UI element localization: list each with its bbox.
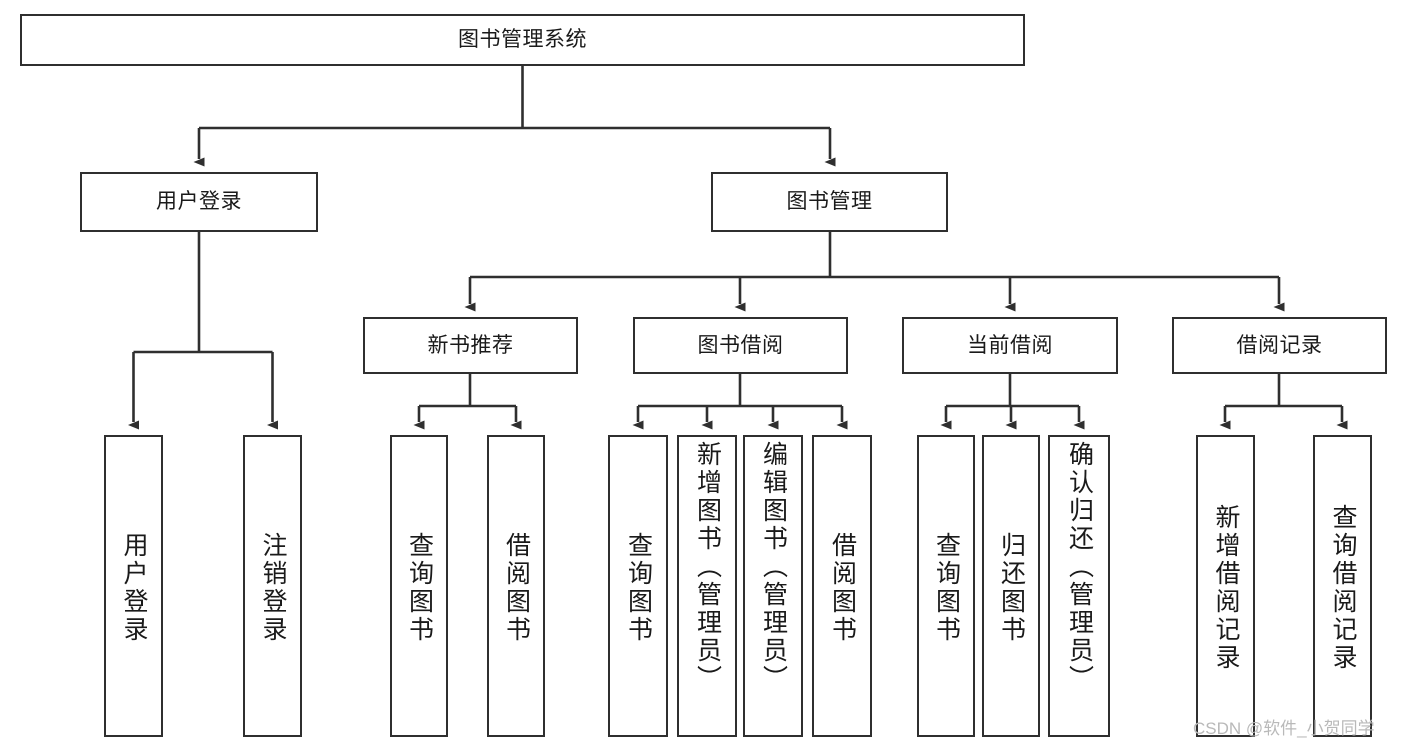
book-borrow-to-leaves-connectors [632,374,848,430]
node-book-borrow-label: 图书借阅 [697,333,784,357]
node-leaf-user-login-label: 用户登录 [120,532,148,644]
node-user-login[interactable]: 用户登录 [80,172,318,232]
node-leaf-query-book-recommend[interactable]: 查询图书 [390,435,448,737]
node-leaf-confirm-return-label: 确认归还（管理员） [1065,441,1094,693]
node-leaf-borrow-book-label: 借阅图书 [828,532,857,644]
node-leaf-confirm-return[interactable]: 确认归还（管理员） [1048,435,1110,737]
node-leaf-query-book-current[interactable]: 查询图书 [917,435,975,737]
borrow-record-to-leaves-connectors [1219,374,1348,430]
node-leaf-query-borrow-record-label: 查询借阅记录 [1329,504,1357,672]
node-leaf-add-book-label: 新增图书（管理员） [693,441,722,693]
node-root[interactable]: 图书管理系统 [20,14,1025,66]
node-leaf-borrow-book[interactable]: 借阅图书 [812,435,872,737]
node-leaf-logout[interactable]: 注销登录 [243,435,302,737]
node-user-login-label: 用户登录 [156,190,242,214]
node-leaf-add-borrow-record-label: 新增借阅记录 [1212,504,1240,672]
node-leaf-edit-book-label: 编辑图书（管理员） [759,441,788,693]
node-borrow-record[interactable]: 借阅记录 [1172,317,1387,374]
node-leaf-query-book-current-label: 查询图书 [932,532,961,644]
node-current-borrow[interactable]: 当前借阅 [902,317,1118,374]
node-leaf-add-book[interactable]: 新增图书（管理员） [677,435,737,737]
node-leaf-return-book-label: 归还图书 [997,532,1026,644]
node-new-book-recommend-label: 新书推荐 [427,333,514,357]
user-login-to-leaves-connectors [128,232,278,430]
node-leaf-query-book-recommend-label: 查询图书 [405,532,434,644]
node-leaf-query-book-borrow-label: 查询图书 [624,532,653,644]
node-root-label: 图书管理系统 [458,28,587,52]
node-leaf-borrow-book-recommend[interactable]: 借阅图书 [487,435,545,737]
root-to-level2-connectors [193,66,836,167]
book-manage-to-level3-connectors [464,232,1285,312]
node-leaf-add-borrow-record[interactable]: 新增借阅记录 [1196,435,1255,737]
current-borrow-to-leaves-connectors [940,374,1085,430]
node-leaf-edit-book[interactable]: 编辑图书（管理员） [743,435,803,737]
node-leaf-return-book[interactable]: 归还图书 [982,435,1040,737]
new-book-recommend-to-leaves-connectors [413,374,522,430]
node-new-book-recommend[interactable]: 新书推荐 [363,317,578,374]
node-current-borrow-label: 当前借阅 [967,333,1053,357]
node-book-borrow[interactable]: 图书借阅 [633,317,848,374]
node-leaf-user-login[interactable]: 用户登录 [104,435,163,737]
node-leaf-query-borrow-record[interactable]: 查询借阅记录 [1313,435,1372,737]
node-book-manage[interactable]: 图书管理 [711,172,948,232]
node-leaf-query-book-borrow[interactable]: 查询图书 [608,435,668,737]
node-leaf-logout-label: 注销登录 [259,532,287,644]
node-borrow-record-label: 借阅记录 [1236,333,1323,357]
node-leaf-borrow-book-recommend-label: 借阅图书 [502,532,531,644]
node-book-manage-label: 图书管理 [786,190,873,214]
